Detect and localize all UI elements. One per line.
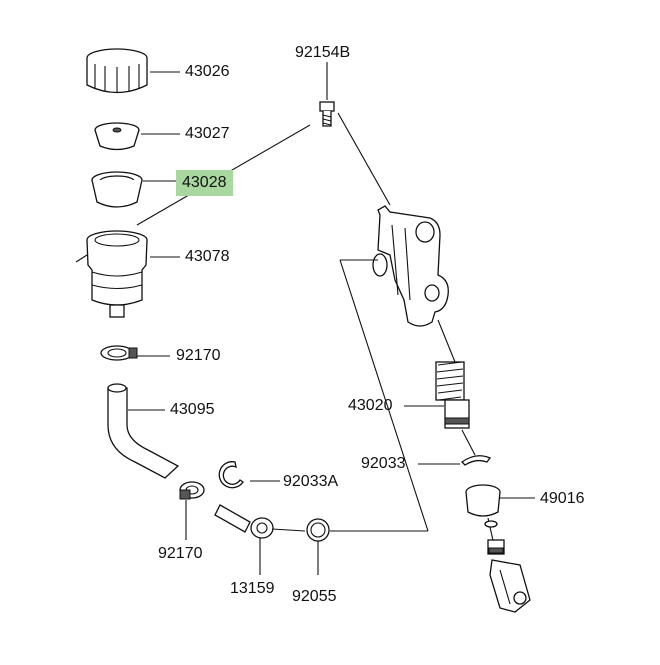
- label-92055: 92055: [292, 588, 337, 605]
- part-master-cylinder-body[interactable]: [372, 205, 449, 327]
- part-13159-fitting[interactable]: [214, 504, 274, 539]
- label-43027: 43027: [185, 125, 230, 142]
- part-43078-reservoir[interactable]: [75, 230, 148, 318]
- part-43028-diaphragm[interactable]: [91, 171, 143, 208]
- spring-axis-line: [437, 319, 456, 363]
- label-92170-upper: 92170: [176, 347, 221, 364]
- part-92154b-bolt[interactable]: [319, 101, 335, 127]
- fitting-to-oring-line: [271, 528, 306, 532]
- part-49016-boot[interactable]: [465, 484, 501, 517]
- label-13159: 13159: [230, 580, 275, 597]
- part-43095-hose[interactable]: [107, 383, 180, 479]
- part-push-rod-clevis[interactable]: [484, 517, 531, 613]
- label-43026: 43026: [185, 63, 230, 80]
- part-43026-cap[interactable]: [86, 48, 148, 94]
- label-43078: 43078: [185, 248, 230, 265]
- label-92170-lower: 92170: [158, 545, 203, 562]
- bolt-to-cylinder-line: [337, 112, 391, 206]
- label-43020: 43020: [348, 397, 393, 414]
- part-92170-clamp-lower[interactable]: [179, 481, 205, 500]
- cylinder-left-guide-line: [339, 259, 429, 532]
- piston-axis-line: [461, 429, 476, 456]
- part-92170-clamp-upper[interactable]: [100, 345, 138, 361]
- part-43020-piston-assembly[interactable]: [435, 361, 470, 429]
- part-92055-o-ring[interactable]: [306, 518, 330, 542]
- part-43027-plate[interactable]: [94, 122, 140, 151]
- part-92033a-circlip[interactable]: [218, 461, 244, 489]
- part-92033-circlip[interactable]: [460, 455, 492, 466]
- label-43028-highlighted[interactable]: 43028: [176, 170, 233, 196]
- label-43095: 43095: [170, 401, 215, 418]
- label-92154b: 92154B: [295, 44, 351, 61]
- label-92033a: 92033A: [283, 473, 339, 490]
- label-49016: 49016: [540, 490, 585, 507]
- label-92033: 92033: [361, 455, 406, 472]
